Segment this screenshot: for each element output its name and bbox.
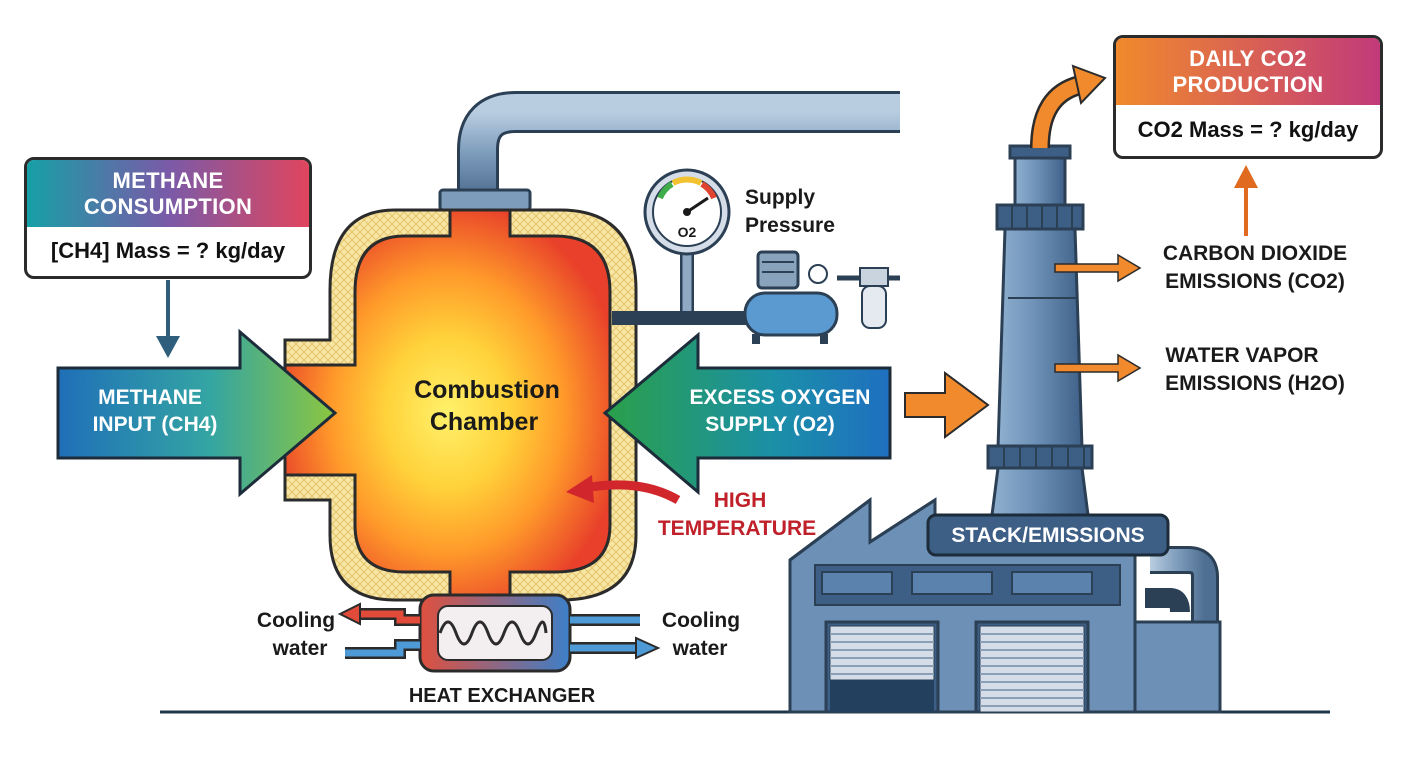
daily-co2-title-1: DAILY CO2: [1189, 46, 1307, 71]
heat-exchanger-label: HEAT EXCHANGER: [409, 685, 596, 707]
combustion-chamber: [283, 208, 638, 602]
oxygen-label-2: SUPPLY (O2): [705, 413, 835, 436]
daily-co2-title-2: PRODUCTION: [1172, 72, 1324, 97]
co2-emissions-label-1: CARBON DIOXIDE: [1163, 242, 1347, 265]
methane-input-label-2: INPUT (CH4): [93, 413, 218, 436]
oxygen-supply-arrow: EXCESS OXYGEN SUPPLY (O2): [602, 331, 892, 496]
methane-consumption-title-2: CONSUMPTION: [83, 194, 253, 219]
combustion-label-1: Combustion: [414, 376, 560, 404]
co2-emission-arrow: [1054, 253, 1142, 283]
stack-emissions-label: STACK/EMISSIONS: [951, 524, 1144, 547]
supply-pressure-label-1: Supply: [745, 186, 815, 209]
co2-output-arrow: [1030, 64, 1107, 149]
supply-pressure-label-2: Pressure: [745, 214, 835, 237]
methane-consumption-header: METHANE CONSUMPTION: [27, 160, 309, 227]
heat-exchanger: [337, 593, 661, 673]
cooling-left-label-2: water: [272, 637, 328, 660]
methane-input-arrow: METHANE INPUT (CH4): [56, 328, 338, 498]
methane-consumption-box: METHANE CONSUMPTION [CH4] Mass = ? kg/da…: [24, 157, 312, 279]
air-compressor: [743, 250, 900, 344]
co2-mass-value: CO2 Mass = ? kg/day: [1137, 117, 1359, 142]
water-emissions-label-1: WATER VAPOR: [1165, 344, 1318, 367]
daily-co2-header: DAILY CO2 PRODUCTION: [1116, 38, 1380, 105]
gauge-o2-label: O2: [678, 224, 697, 240]
pressure-gauge: O2: [612, 168, 760, 325]
methane-mass-value: [CH4] Mass = ? kg/day: [50, 238, 286, 263]
co2-up-arrow: [1234, 165, 1258, 236]
cooling-left-label-1: Cooling: [257, 609, 335, 632]
methane-input-label-1: METHANE: [98, 386, 202, 409]
top-pipe: [438, 91, 900, 212]
combustion-label-2: Chamber: [430, 408, 539, 436]
co2-emissions-label-2: EMISSIONS (CO2): [1165, 270, 1345, 293]
high-temp-label-2: TEMPERATURE: [658, 517, 816, 540]
high-temp-label-1: HIGH: [714, 489, 767, 512]
high-temperature-arrow: [566, 475, 681, 504]
cooling-right-label-2: water: [672, 637, 728, 660]
flow-to-stack-arrow: [904, 371, 990, 439]
methane-consumption-title-1: METHANE: [112, 168, 224, 193]
oxygen-label-1: EXCESS OXYGEN: [690, 386, 871, 409]
water-emission-arrow: [1054, 353, 1142, 383]
methane-down-arrow: [156, 280, 180, 358]
smoke-stack: STACK/EMISSIONS: [926, 144, 1170, 557]
water-emissions-label-2: EMISSIONS (H2O): [1165, 372, 1345, 395]
daily-co2-box: DAILY CO2 PRODUCTION CO2 Mass = ? kg/day: [1113, 35, 1383, 159]
cooling-right-label-1: Cooling: [662, 609, 740, 632]
